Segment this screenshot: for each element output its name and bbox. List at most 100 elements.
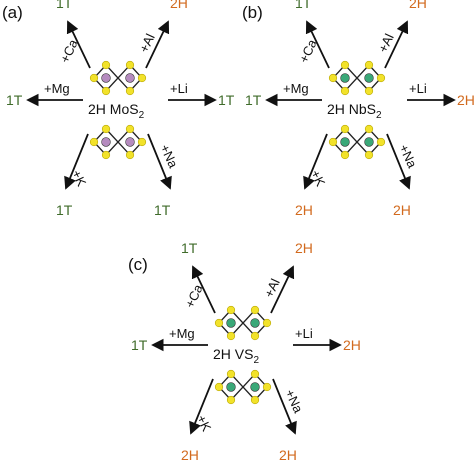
product-phase-na: 1T — [154, 202, 171, 218]
formula-subscript: 2 — [139, 110, 145, 121]
product-phase-li: 1T — [218, 92, 235, 108]
sulfur-atom — [364, 86, 374, 96]
metal-atom — [125, 137, 135, 147]
sulfur-atom — [364, 150, 374, 160]
sulfur-atom — [340, 150, 350, 160]
formula-main: 2H VS — [213, 346, 253, 362]
sulfur-atom — [226, 369, 236, 379]
reaction-arrow-ca — [191, 265, 216, 314]
metal-atom — [125, 73, 135, 83]
product-phase-k: 1T — [56, 202, 73, 218]
sulfur-atom — [101, 150, 111, 160]
product-phase-ca: 1T — [56, 0, 73, 11]
sulfur-atom — [340, 124, 350, 134]
product-phase-li: 2H — [343, 337, 361, 353]
reaction-arrow-ca — [66, 20, 91, 69]
metal-atom — [340, 137, 350, 147]
sulfur-atom — [262, 382, 272, 392]
product-phase-mg: 1T — [245, 92, 262, 108]
sulfur-atom — [364, 60, 374, 70]
sulfur-atom — [226, 331, 236, 341]
reagent-label-al: +Al — [375, 31, 397, 55]
sulfur-atom — [125, 124, 135, 134]
sulfur-atom — [214, 382, 224, 392]
sulfur-atom — [137, 73, 147, 83]
panel-label: (c) — [128, 255, 148, 274]
metal-atom — [340, 73, 350, 83]
reagent-label-li: +Li — [170, 81, 188, 96]
sulfur-atom — [101, 86, 111, 96]
sulfur-atom — [89, 137, 99, 147]
sulfur-atom — [364, 124, 374, 134]
reaction-arrow-na — [147, 133, 172, 190]
sulfur-atom — [226, 395, 236, 405]
sulfur-atom — [101, 124, 111, 134]
product-phase-al: 2H — [170, 0, 188, 11]
sulfur-atom — [376, 73, 386, 83]
formula-subscript: 2 — [253, 355, 259, 366]
formula-main: 2H NbS — [327, 101, 376, 117]
formula-label: 2H NbS2 — [327, 101, 382, 121]
metal-atom — [101, 73, 111, 83]
product-phase-mg: 1T — [131, 337, 148, 353]
reaction-arrow-al — [145, 20, 170, 69]
product-phase-al: 2H — [409, 0, 427, 11]
sulfur-atom — [214, 318, 224, 328]
product-phase-k: 2H — [295, 202, 313, 218]
reaction-arrow-al — [384, 20, 409, 69]
reagent-label-mg: +Mg — [283, 81, 309, 96]
metal-atom — [250, 382, 260, 392]
product-phase-al: 2H — [295, 240, 313, 256]
panel-label: (b) — [242, 3, 263, 22]
reagent-label-li: +Li — [409, 81, 427, 96]
sulfur-atom — [250, 305, 260, 315]
sulfur-atom — [125, 86, 135, 96]
product-phase-ca: 1T — [295, 0, 312, 11]
product-phase-na: 2H — [279, 447, 297, 463]
reagent-label-li: +Li — [295, 326, 313, 341]
metal-atom — [364, 73, 374, 83]
metal-atom — [250, 318, 260, 328]
reaction-arrow-na — [386, 133, 411, 190]
reagent-label-k: +K — [194, 413, 215, 434]
product-phase-mg: 1T — [6, 92, 23, 108]
reagent-label-al: +Al — [261, 276, 283, 300]
reagent-label-k: +K — [308, 168, 329, 189]
sulfur-atom — [101, 60, 111, 70]
sulfur-atom — [250, 331, 260, 341]
sulfur-atom — [125, 150, 135, 160]
sulfur-atom — [226, 305, 236, 315]
sulfur-atom — [328, 137, 338, 147]
metal-atom — [101, 137, 111, 147]
reaction-arrow-na — [272, 378, 297, 435]
sulfur-atom — [250, 369, 260, 379]
reaction-arrow-al — [270, 265, 295, 314]
sulfur-atom — [262, 318, 272, 328]
formula-label: 2H MoS2 — [88, 101, 145, 121]
reaction-arrow-k — [189, 378, 214, 435]
product-phase-k: 2H — [181, 447, 199, 463]
sulfur-atom — [376, 137, 386, 147]
panel-label: (a) — [2, 3, 23, 22]
sulfur-atom — [340, 86, 350, 96]
product-phase-ca: 1T — [181, 240, 198, 256]
sulfur-atom — [340, 60, 350, 70]
sulfur-atom — [137, 137, 147, 147]
formula-label: 2H VS2 — [213, 346, 259, 366]
reagent-label-mg: +Mg — [44, 81, 70, 96]
product-phase-li: 2H — [457, 92, 474, 108]
metal-atom — [364, 137, 374, 147]
reagent-label-k: +K — [69, 168, 90, 189]
reaction-arrow-k — [303, 133, 328, 190]
reaction-arrow-k — [64, 133, 89, 190]
reagent-label-al: +Al — [136, 31, 158, 55]
reaction-arrow-ca — [305, 20, 330, 69]
formula-subscript: 2 — [376, 110, 382, 121]
formula-main: 2H MoS — [88, 101, 139, 117]
metal-atom — [226, 382, 236, 392]
sulfur-atom — [89, 73, 99, 83]
metal-atom — [226, 318, 236, 328]
